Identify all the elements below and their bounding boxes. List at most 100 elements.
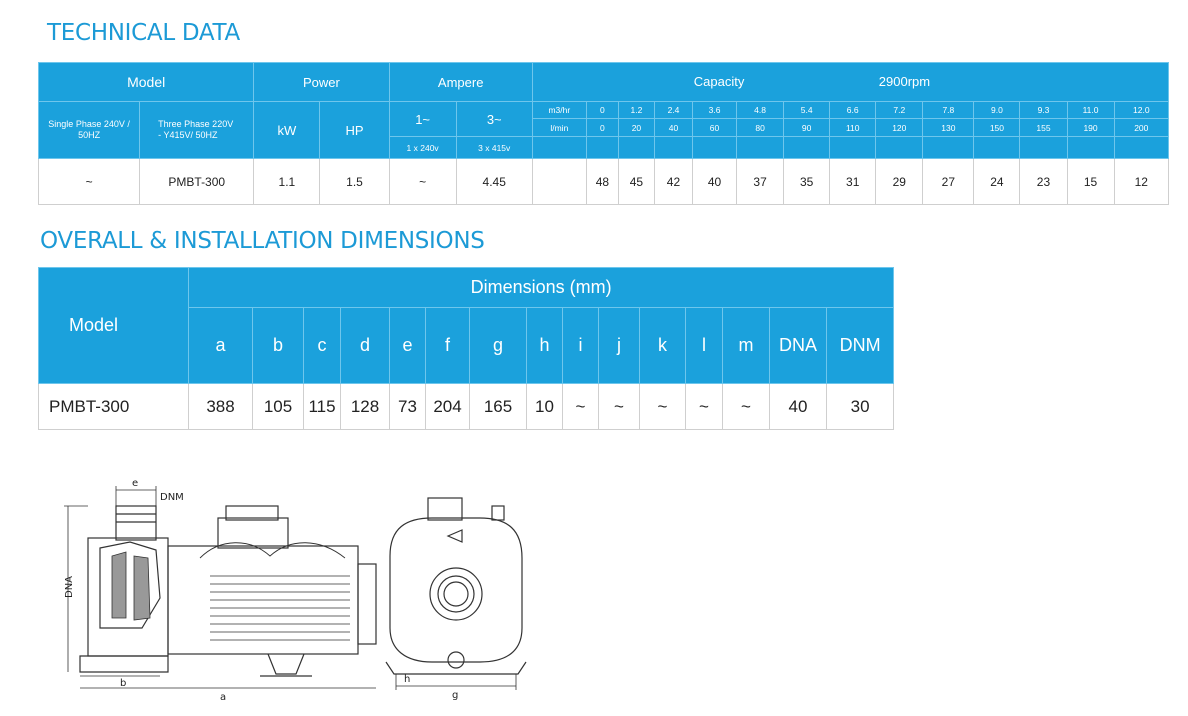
header-capacity: Capacity 2900rpm (531, 62, 1170, 102)
lmin-cell: 155 (1019, 118, 1068, 137)
m3hr-cell: 1.2 (617, 101, 655, 119)
lmin-cell: 200 (1113, 118, 1170, 137)
drawing-label-h: h (404, 674, 410, 685)
dims-cell: 115 (303, 383, 341, 430)
lmin-cell: 190 (1066, 118, 1115, 137)
dims-cell: ~ (562, 383, 599, 430)
dims-header-row-1: Model Dimensions (mm) (38, 267, 895, 384)
blank-cell (922, 136, 975, 159)
blank-cell (875, 136, 924, 159)
terminal-box (217, 517, 289, 549)
cell-hp: 1.5 (319, 158, 390, 205)
header-voltage-3: 3 x 415v (455, 136, 533, 159)
lmin-cell: 20 (617, 118, 655, 137)
header-kw: kW (253, 101, 321, 159)
dims-col-header: h (526, 307, 563, 384)
cell-amp-3: 4.45 (455, 158, 533, 205)
dims-cell: 73 (389, 383, 426, 430)
header-power: Power (253, 62, 390, 102)
m3hr-cell: 11.0 (1066, 101, 1115, 119)
cell-head: 27 (922, 158, 975, 205)
dims-col-header: d (340, 307, 390, 384)
header-capacity-label: Capacity (693, 74, 745, 89)
dims-col-header: j (598, 307, 640, 384)
header-amp-1: 1~ (388, 101, 457, 137)
cell-amp-1: ~ (388, 158, 457, 205)
m3hr-cell: 7.2 (875, 101, 924, 119)
m3hr-cell: 12.0 (1113, 101, 1170, 119)
dims-cell: 40 (769, 383, 827, 430)
dims-col-header: f (425, 307, 470, 384)
header-model: Model (37, 62, 255, 102)
m3hr-cell: 9.3 (1019, 101, 1068, 119)
dims-col-header: k (639, 307, 686, 384)
m3hr-cell: 9.0 (973, 101, 1021, 119)
header-single-phase: Single Phase 240V / 50HZ (37, 101, 141, 159)
cell-head: 31 (829, 158, 877, 205)
cell-head: 40 (691, 158, 738, 205)
cell-head: 23 (1019, 158, 1068, 205)
dims-cell: ~ (685, 383, 723, 430)
blank-cell (1019, 136, 1068, 159)
blank-cell (531, 136, 587, 159)
dims-col-header: b (252, 307, 304, 384)
cell-head: 29 (875, 158, 924, 205)
drawing-label-dna: DNA (64, 576, 75, 598)
cell-head: 12 (1113, 158, 1170, 205)
lmin-cell: 110 (829, 118, 877, 137)
drawing-label-a: a (220, 692, 226, 703)
lmin-cell: 150 (973, 118, 1021, 137)
blank-cell (617, 136, 655, 159)
cell-head: 42 (653, 158, 694, 205)
cell-head: 15 (1066, 158, 1115, 205)
lmin-cell: 40 (653, 118, 694, 137)
header-amp-3: 3~ (455, 101, 533, 137)
dims-cell: 165 (469, 383, 527, 430)
dims-cell: ~ (639, 383, 686, 430)
cell-head: 24 (973, 158, 1021, 205)
dimensions-table: Model Dimensions (mm) a b c d e f g h i … (38, 267, 895, 430)
lmin-cell: 130 (922, 118, 975, 137)
dims-col-header: DNA (769, 307, 827, 384)
dims-cell: 204 (425, 383, 470, 430)
cell-single-phase: ~ (37, 158, 141, 205)
blank-cell (691, 136, 738, 159)
outlet-port (115, 505, 157, 541)
cell-head: 35 (783, 158, 831, 205)
drawing-label-dnm: DNM (160, 492, 184, 503)
dims-cell: 105 (252, 383, 304, 430)
m3hr-cell: 3.6 (691, 101, 738, 119)
header-row-2: Single Phase 240V / 50HZ Three Phase 220… (37, 101, 1170, 159)
lmin-cell: 80 (736, 118, 785, 137)
lmin-cell: 0 (585, 118, 619, 137)
dimensions-title: OVERALL & INSTALLATION DIMENSIONS (40, 228, 485, 254)
cell-head: 45 (617, 158, 655, 205)
blank-cell (585, 136, 619, 159)
header-lmin-label: l/min (531, 118, 587, 137)
cell-model: PMBT-300 (139, 158, 255, 205)
blank-cell (829, 136, 877, 159)
header-row-1: Model Power Ampere Capacity 2900rpm (37, 62, 1170, 102)
technical-data-title: TECHNICAL DATA (47, 20, 240, 46)
dims-cell: 128 (340, 383, 390, 430)
dims-cell: ~ (598, 383, 640, 430)
lmin-cell: 90 (783, 118, 831, 137)
header-three-phase: Three Phase 220V - Y415V/ 50HZ (139, 101, 255, 159)
dims-col-header: g (469, 307, 527, 384)
m3hr-cell: 0 (585, 101, 619, 119)
dims-header-model: Model (38, 267, 189, 384)
m3hr-cell: 7.8 (922, 101, 975, 119)
drawing-label-e: e (132, 478, 138, 489)
header-rpm: 2900rpm (878, 74, 931, 89)
dims-header-row-2: a b c d e f g h i j k l m DNA DNM (39, 307, 895, 384)
dims-cell-model: PMBT-300 (38, 383, 189, 430)
cell-head: 48 (585, 158, 619, 205)
header-m3hr-label: m3/hr (531, 101, 587, 119)
header-ampere: Ampere (388, 62, 533, 102)
m3hr-cell: 5.4 (783, 101, 831, 119)
dims-cell: ~ (722, 383, 770, 430)
blank-cell (973, 136, 1021, 159)
technical-data-table: Model Power Ampere Capacity 2900rpm Sing… (37, 62, 1170, 205)
lmin-cell: 120 (875, 118, 924, 137)
dims-col-header: c (303, 307, 341, 384)
